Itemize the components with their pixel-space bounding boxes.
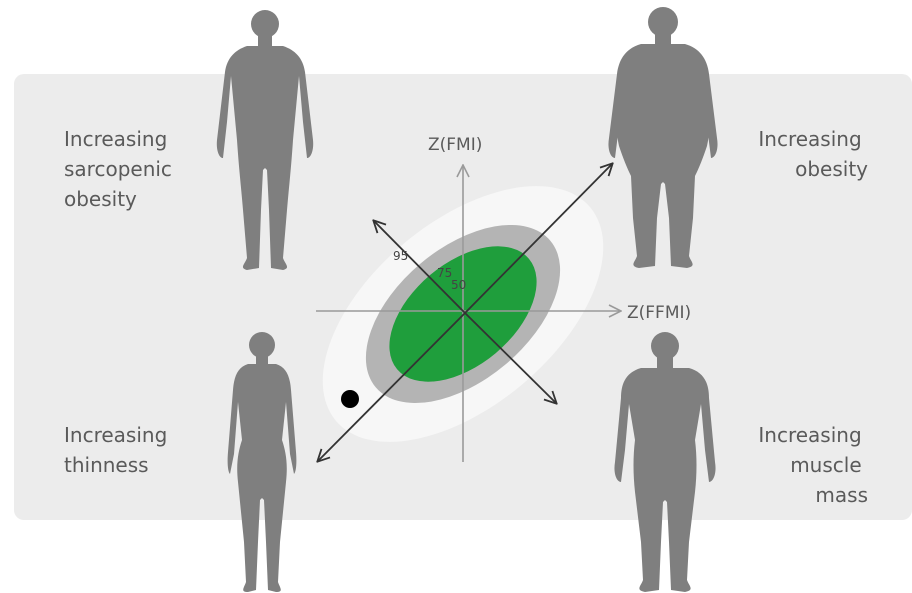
percentile-75-label: 75	[437, 266, 452, 280]
percentile-95-label: 95	[393, 249, 408, 263]
x-axis-label: Z(FFMI)	[627, 303, 691, 323]
percentile-50-label: 50	[451, 278, 466, 292]
y-axis-label: Z(FMI)	[428, 135, 482, 155]
data-point-marker	[341, 390, 359, 408]
